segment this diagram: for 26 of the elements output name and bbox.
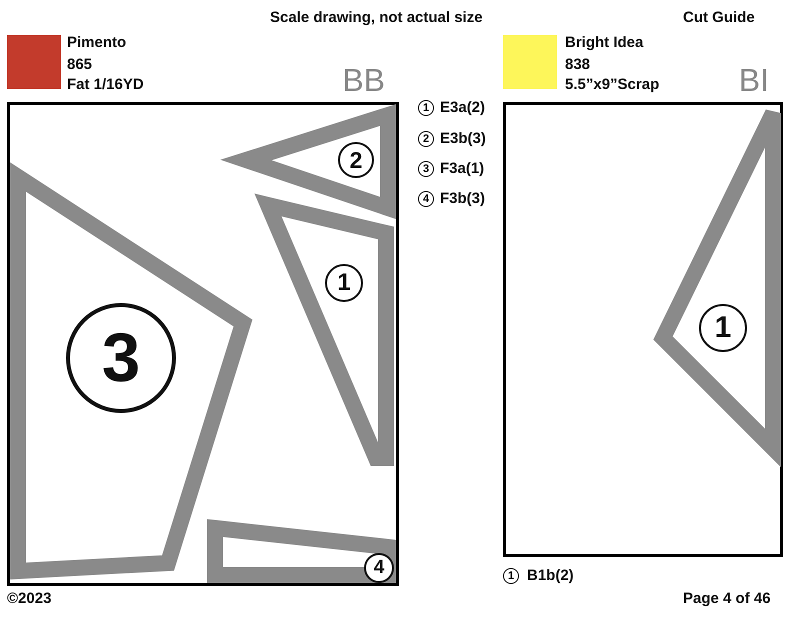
piece-code: E3a(2) [440,99,486,117]
piece-code: E3b(3) [440,130,486,148]
page-title: Cut Guide [683,9,755,27]
panel-heading: BB [342,64,385,96]
fabric-name: Bright Idea [565,34,644,52]
piece-code: F3b(3) [440,190,485,208]
piece-code: F3a(1) [440,160,484,178]
piece-number: 2 [338,142,374,178]
piece-key-number: 3 [418,161,434,177]
copyright-text: ©2023 [7,590,52,608]
piece-number: 3 [66,303,176,413]
piece-key-number: 1 [503,568,519,584]
fabric-amount: Fat 1/16YD [67,76,144,94]
fabric-name: Pimento [67,34,126,52]
fabric-number: 865 [67,56,92,74]
piece-code: B1b(2) [527,567,574,585]
piece-key-number: 1 [418,100,434,116]
piece-number: 1 [325,264,363,302]
fabric-number: 838 [565,56,590,74]
piece-key-number: 2 [418,131,434,147]
piece-number: 1 [699,304,747,352]
panel-heading: BI [738,64,769,96]
page-number: Page 4 of 46 [683,590,771,608]
note-text: Scale drawing, not actual size [270,9,483,27]
piece-key-number: 4 [418,191,434,207]
fabric-amount: 5.5”x9”Scrap [565,76,660,94]
